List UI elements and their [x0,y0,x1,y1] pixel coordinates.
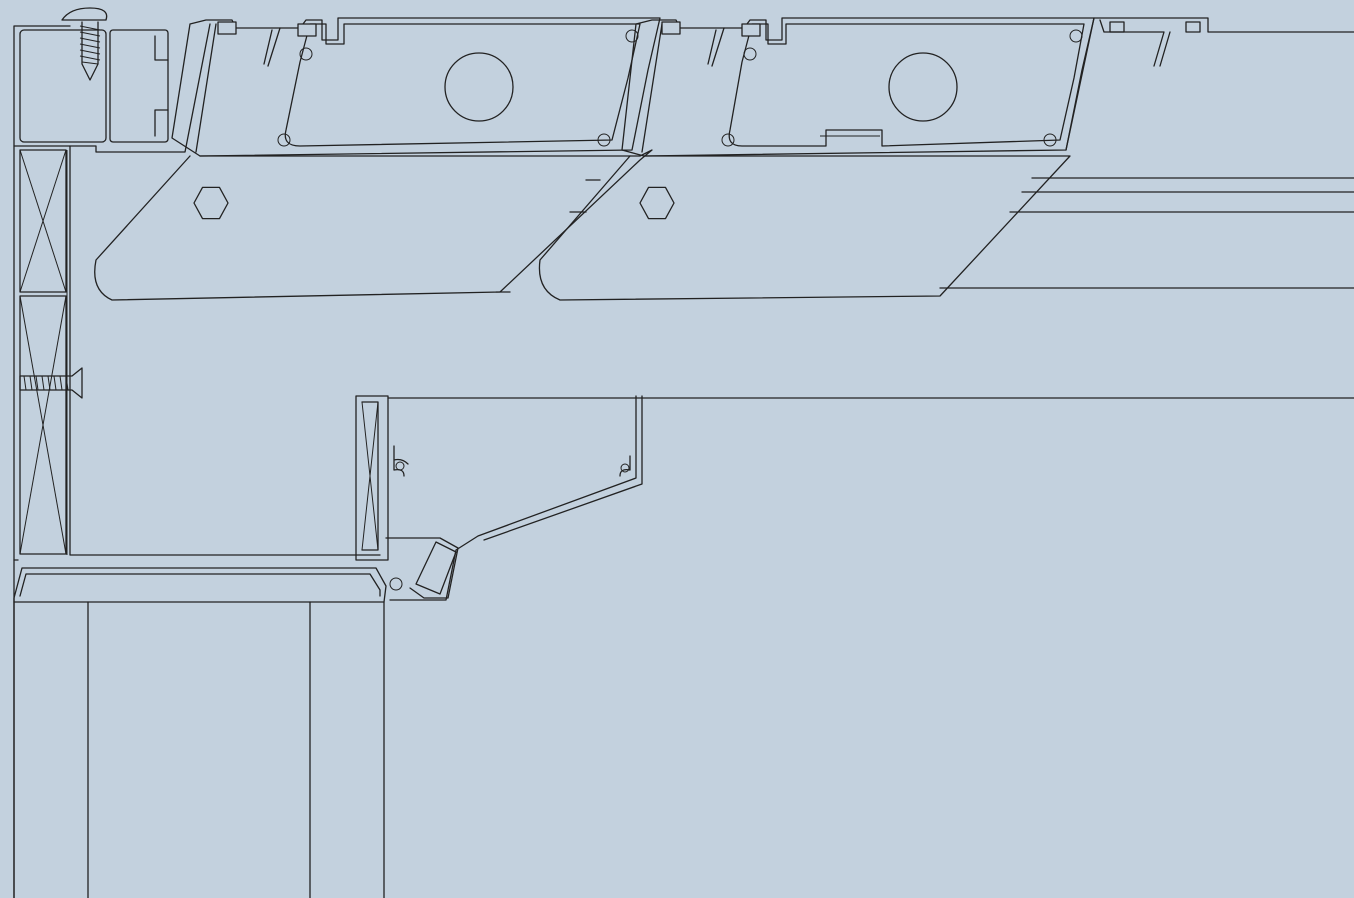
wall-frame [13,23,381,898]
mounting-screw [61,7,108,81]
wall-screw [19,367,83,399]
sill-profile [13,567,403,603]
hexagon-bolt-1 [193,186,229,220]
track-profile-2 [538,17,1095,301]
hexagon-bolt-2 [639,186,675,220]
glass-panel [13,601,385,898]
sash-profile [355,395,1354,601]
track-profile-1 [94,17,661,301]
track-profile-end [495,17,1354,293]
insulation-blocks [19,149,67,555]
